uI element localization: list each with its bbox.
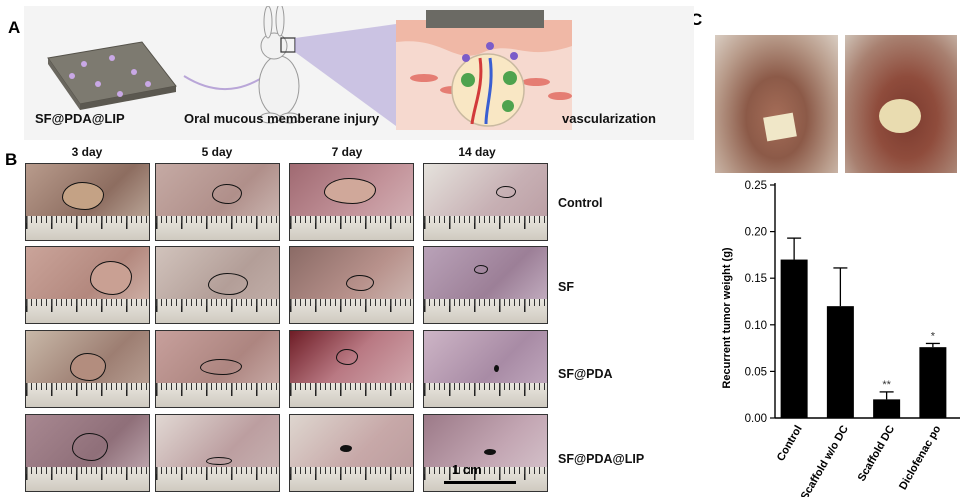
day-label-14: 14 day — [458, 145, 496, 159]
wound-photo-sf-5d — [155, 246, 280, 324]
bar — [826, 306, 854, 418]
y-tick-label: 0.15 — [745, 273, 767, 285]
wound-photo-sfpda-14d — [423, 330, 548, 408]
caption-injury: Oral mucous memberane injury — [184, 111, 380, 126]
y-tick-label: 0.10 — [745, 320, 767, 332]
wound-photo-sf-3d — [25, 246, 150, 324]
caption-vascularization: vascularization — [562, 111, 656, 126]
tumor-photo-2 — [845, 35, 957, 173]
panel-letter-a: A — [8, 18, 21, 37]
y-axis-label: Recurrent tumor weight (g) — [721, 247, 733, 389]
scale-bar-label: 1 cm — [452, 462, 482, 477]
wound-photo-control-3d — [25, 163, 150, 241]
group-label-sf: SF — [558, 280, 574, 294]
scaffold-mesh-icon — [47, 41, 177, 110]
day-label-3: 3 day — [71, 145, 103, 159]
wound-photo-sfpdalip-14d — [423, 414, 548, 492]
tumor-weight-bar-chart: 0.000.050.100.150.200.25 *** ControlScaf… — [721, 180, 960, 497]
bar — [780, 259, 808, 418]
wound-photo-sfpda-5d — [155, 330, 280, 408]
day-label-7: 7 day — [331, 145, 363, 159]
wound-photo-sfpda-7d — [289, 330, 414, 408]
y-tick-label: 0.20 — [745, 227, 767, 239]
y-tick-label: 0.25 — [745, 180, 767, 192]
panel-letter-b: B — [5, 150, 18, 169]
x-tick-label: Diclofenac po — [897, 423, 944, 492]
bar — [873, 399, 901, 418]
group-label-sfpda: SF@PDA — [558, 367, 613, 381]
tumor-photo-1 — [715, 35, 838, 173]
day-label-5: 5 day — [201, 145, 233, 159]
significance-marker: ** — [882, 379, 891, 391]
scale-bar — [444, 481, 516, 484]
y-tick-label: 0.00 — [745, 413, 767, 425]
significance-marker: * — [931, 330, 936, 342]
panel-a-schematic — [24, 3, 694, 140]
wound-photo-control-5d — [155, 163, 280, 241]
y-tick-label: 0.05 — [745, 366, 767, 378]
wound-photo-sfpdalip-7d — [289, 414, 414, 492]
x-tick-label: Scaffold w/o DC — [799, 423, 851, 497]
wound-photo-sfpdalip-3d — [25, 414, 150, 492]
rabbit-icon — [258, 3, 301, 124]
x-tick-label: Scaffold DC — [856, 423, 898, 483]
wound-photo-sfpdalip-5d — [155, 414, 280, 492]
caption-scaffold: SF@PDA@LIP — [35, 111, 125, 126]
group-label-sfpdalip: SF@PDA@LIP — [558, 452, 645, 466]
group-label-control: Control — [558, 196, 603, 210]
x-tick-label: Control — [775, 424, 805, 464]
bar — [919, 347, 947, 418]
tissue-section-icon — [396, 10, 572, 130]
wound-photo-sf-14d — [423, 246, 548, 324]
wound-photo-sf-7d — [289, 246, 414, 324]
wound-photo-control-7d — [289, 163, 414, 241]
wound-photo-sfpda-3d — [25, 330, 150, 408]
schematic-illustration — [47, 3, 572, 130]
wound-photo-control-14d — [423, 163, 548, 241]
